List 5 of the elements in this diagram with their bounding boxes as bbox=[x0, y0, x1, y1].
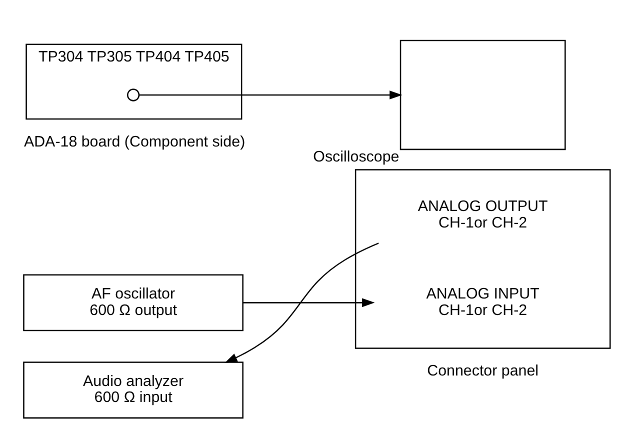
node-text: ANALOG OUTPUT CH-1or CH-2 bbox=[418, 197, 548, 231]
node-label: ADA-18 board (Component side) bbox=[24, 132, 246, 150]
node-label: Oscilloscope bbox=[313, 148, 400, 166]
node-label: Connector panel bbox=[427, 362, 539, 380]
node-text: ANALOG INPUT CH-1or CH-2 bbox=[426, 284, 540, 318]
